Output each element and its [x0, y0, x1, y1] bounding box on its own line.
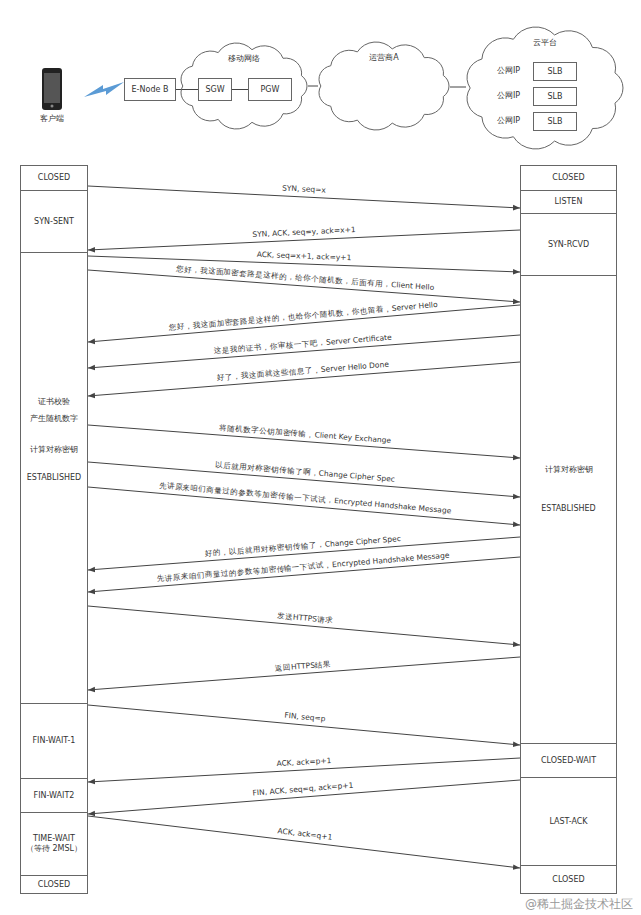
- message-label: SYN, seq=x: [280, 183, 328, 194]
- message-label: ACK, ack=q+1: [275, 826, 335, 842]
- node-text: CLOSED: [38, 880, 70, 890]
- message-label: 先讲原来咱们商量过的参数等加密传输一下试试，Encrypted Handshak…: [155, 550, 452, 583]
- node-text: CLOSED-WAIT: [541, 756, 596, 766]
- node-text: PGW: [261, 85, 280, 95]
- message-label: SYN, ACK, seq=y, ack=x+1: [250, 225, 358, 239]
- message-label: 这是我的证书，你审核一下吧，Server Certificate: [212, 332, 394, 355]
- node-text: 云平台: [533, 38, 557, 48]
- message-label: 您好，我这面加密套路是这样的，也给你个随机数，你也留着，Server Hello: [166, 299, 440, 331]
- state-box: 证书校验产生随机数字计算对称密钥 ESTABLISHED: [20, 252, 88, 704]
- node-text: E-Node B: [132, 85, 169, 95]
- node-text: ESTABLISHED: [27, 473, 81, 483]
- message-label: 先讲原来咱们商量过的参数等加密传输一下试试，Encrypted Handshak…: [156, 480, 453, 515]
- state-box: CLOSED: [520, 165, 617, 191]
- node-text: 移动网络: [228, 54, 260, 64]
- ip-label: 公网IP: [497, 116, 520, 126]
- state-box: TIME-WAIT（等待 2MSL）: [20, 812, 88, 876]
- node-text: LISTEN: [555, 197, 583, 207]
- node-text: 计算对称密钥: [545, 465, 593, 475]
- node-text: SLB: [547, 117, 562, 127]
- network-cloud: 移动网络 SGW PGW: [180, 42, 308, 130]
- message-label: 好了，我这面就这些信息了，Server Hello Done: [215, 360, 391, 383]
- node-text: CLOSED: [552, 875, 584, 885]
- network-box: E-Node B: [124, 78, 176, 101]
- node-text: 计算对称密钥: [30, 445, 78, 455]
- node-text: 运营商A: [369, 53, 398, 63]
- node-text: （等待 2MSL）: [26, 844, 82, 854]
- node-text: 证书校验: [38, 397, 70, 407]
- message-arrow: [88, 816, 520, 868]
- state-box: SYN-SENT: [20, 190, 88, 253]
- message-arrow: [88, 606, 520, 645]
- network-box: PGW: [248, 78, 292, 101]
- state-box: 计算对称密钥 ESTABLISHED: [520, 275, 617, 744]
- message-label: ACK, ack=p+1: [274, 756, 334, 768]
- node-text: SGW: [205, 85, 224, 95]
- state-box: CLOSED-WAIT: [520, 743, 617, 778]
- node-text: TIME-WAIT: [33, 834, 75, 844]
- wireless-bolt: [84, 82, 124, 97]
- node-text: SYN-RCVD: [548, 240, 589, 250]
- node-text: CLOSED: [38, 173, 70, 183]
- ip-label: 公网IP: [497, 91, 520, 101]
- slb-box: SLB: [533, 112, 577, 131]
- message-arrow: [88, 657, 520, 690]
- slb-box: SLB: [533, 87, 577, 106]
- state-box: FIN-WAIT2: [20, 778, 88, 813]
- network-box: SGW: [198, 78, 232, 101]
- device-label: 客户端: [40, 114, 64, 124]
- message-label: 返回HTTPS结果: [273, 659, 333, 673]
- state-box: CLOSED: [20, 165, 88, 191]
- message-label: 将随机数字公钥加密传输，Client Key Exchange: [216, 422, 393, 444]
- state-box: SYN-RCVD: [520, 213, 617, 276]
- node-text: FIN-WAIT-1: [33, 736, 76, 746]
- node-text: 产生随机数字: [30, 414, 78, 424]
- watermark: @稀土掘金技术社区: [525, 897, 633, 911]
- slb-box: SLB: [533, 62, 577, 81]
- network-link: [308, 86, 318, 87]
- node-text: FIN-WAIT2: [34, 791, 75, 801]
- node-text: SLB: [547, 67, 562, 77]
- state-box: FIN-WAIT-1: [20, 703, 88, 779]
- message-label: 以后就用对称密钥传输了啊，Change Cipher Spec: [212, 460, 396, 484]
- message-label: 好的，以后就用对称密钥传输了，Change Cipher Spec: [203, 533, 403, 557]
- network-link: [232, 89, 248, 90]
- state-box: CLOSED: [20, 875, 88, 894]
- state-box: CLOSED: [520, 865, 617, 894]
- node-text: SYN-SENT: [34, 217, 74, 227]
- network-link: [450, 87, 466, 88]
- message-label: FIN, seq=p: [282, 710, 328, 723]
- network-cloud: 运营商A: [318, 41, 450, 131]
- message-label: 发送HTTPS请求: [274, 610, 335, 624]
- message-arrow: [88, 780, 520, 814]
- node-text: LAST-ACK: [549, 817, 587, 827]
- node-text: SLB: [547, 92, 562, 102]
- message-label: FIN, ACK, seq=q, ack=p+1: [251, 780, 356, 797]
- node-text: ESTABLISHED: [541, 504, 595, 514]
- node-text: CLOSED: [552, 173, 584, 183]
- state-box: LAST-ACK: [520, 777, 617, 866]
- message-label: ACK, seq=x+1, ack=y+1: [255, 250, 354, 263]
- network-link: [176, 89, 198, 90]
- network-cloud: 云平台 SLB SLB SLB: [466, 26, 624, 150]
- state-box: LISTEN: [520, 190, 617, 214]
- phone-icon: [42, 68, 62, 110]
- ip-label: 公网IP: [497, 66, 520, 76]
- message-arrow: [88, 705, 520, 745]
- message-label: 您好，我这面加密套路是这样的，给你个随机数，后面有用，Client Hello: [173, 264, 436, 292]
